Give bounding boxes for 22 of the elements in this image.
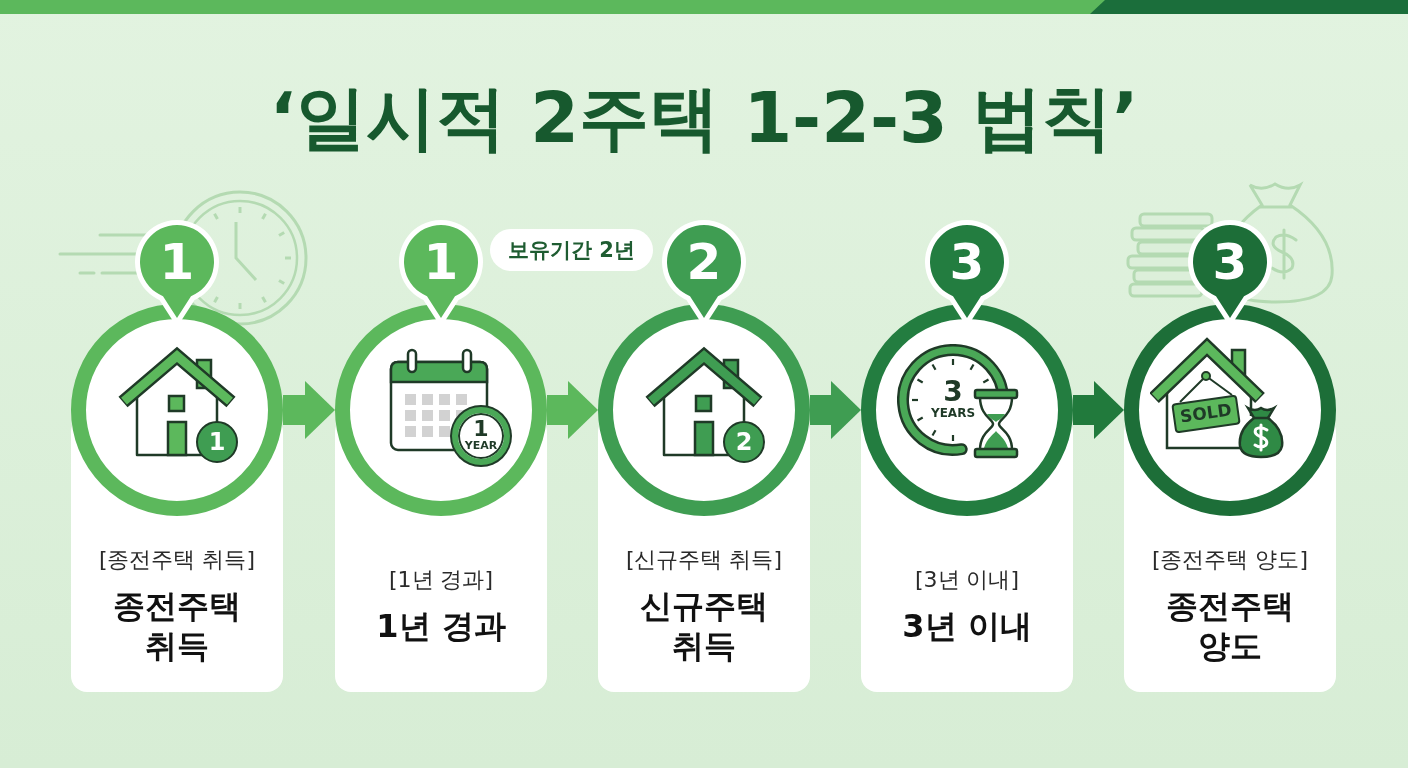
arrow bbox=[1073, 381, 1124, 439]
step-subtitle: [신규주택 취득] bbox=[625, 546, 783, 574]
step-card bbox=[335, 304, 547, 692]
step-subtitle: [3년 이내] bbox=[914, 566, 1020, 594]
duration-tag: 보유기간 2년 bbox=[490, 229, 653, 271]
arrow bbox=[547, 381, 598, 439]
step-card bbox=[861, 304, 1073, 692]
step-title: 3년 이내 bbox=[902, 606, 1032, 646]
title: ‘일시적 2주택 1-2-3 법칙’ bbox=[268, 76, 1140, 161]
step-card bbox=[1124, 304, 1336, 692]
step-title: 신규주택 취득 bbox=[639, 586, 769, 666]
step-title: 종전주택 양도 bbox=[1165, 586, 1295, 666]
step-subtitle: [종전주택 양도] bbox=[1151, 546, 1309, 574]
step-subtitle: [1년 경과] bbox=[388, 566, 494, 594]
arrow bbox=[283, 381, 335, 439]
step-title: 1년 경과 bbox=[376, 606, 506, 646]
step-subtitle: [종전주택 취득] bbox=[98, 546, 256, 574]
step-title: 종전주택 취득 bbox=[112, 586, 242, 666]
years-label: 3 YEARS bbox=[929, 378, 977, 420]
step-card bbox=[71, 304, 283, 692]
arrow bbox=[810, 381, 861, 439]
step-card bbox=[598, 304, 810, 692]
